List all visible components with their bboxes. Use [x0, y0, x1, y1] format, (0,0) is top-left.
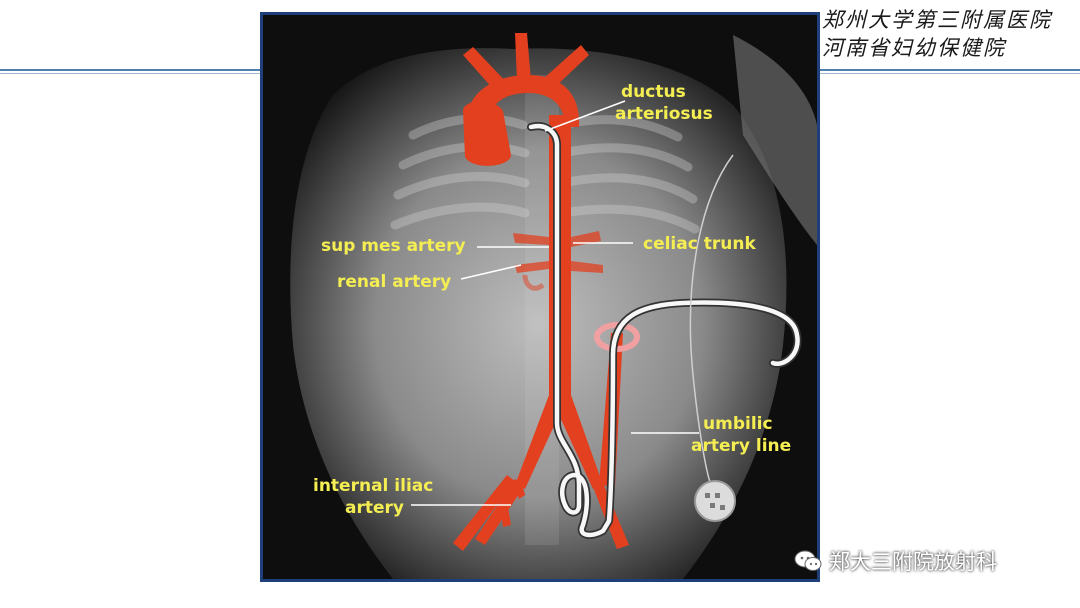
label-renal-artery: renal artery [337, 272, 451, 292]
label-internal-iliac-2: artery [345, 498, 404, 518]
arm-shadow [733, 35, 817, 245]
label-sup-mes-artery: sup mes artery [321, 236, 466, 256]
label-umbilic-2: artery line [691, 436, 791, 456]
electrode [694, 480, 736, 522]
hospital-logo: 郑州大学第三附属医院 河南省妇幼保健院 [822, 6, 1077, 68]
leader-lines [411, 100, 699, 506]
wechat-icon [794, 550, 822, 571]
logo-line-2: 河南省妇幼保健院 [822, 36, 1006, 60]
xray-figure: ductus arteriosus sup mes artery celiac … [260, 12, 820, 582]
label-umbilic-1: umbilic [703, 414, 773, 434]
logo-line-1: 郑州大学第三附属医院 [822, 8, 1052, 32]
watermark-text: 郑大三附院放射科 [829, 550, 997, 574]
label-celiac-trunk: celiac trunk [643, 234, 756, 254]
watermark: 郑大三附院放射科 [793, 543, 997, 579]
label-ductus-1: ductus [621, 82, 686, 102]
monitor-lead [689, 154, 734, 486]
arterial-diagram: ductus arteriosus sup mes artery celiac … [263, 15, 817, 579]
label-internal-iliac-1: internal iliac [313, 476, 433, 496]
label-ductus-2: arteriosus [615, 104, 713, 124]
umbilical-catheter [527, 122, 802, 539]
body-silhouette [290, 48, 787, 579]
